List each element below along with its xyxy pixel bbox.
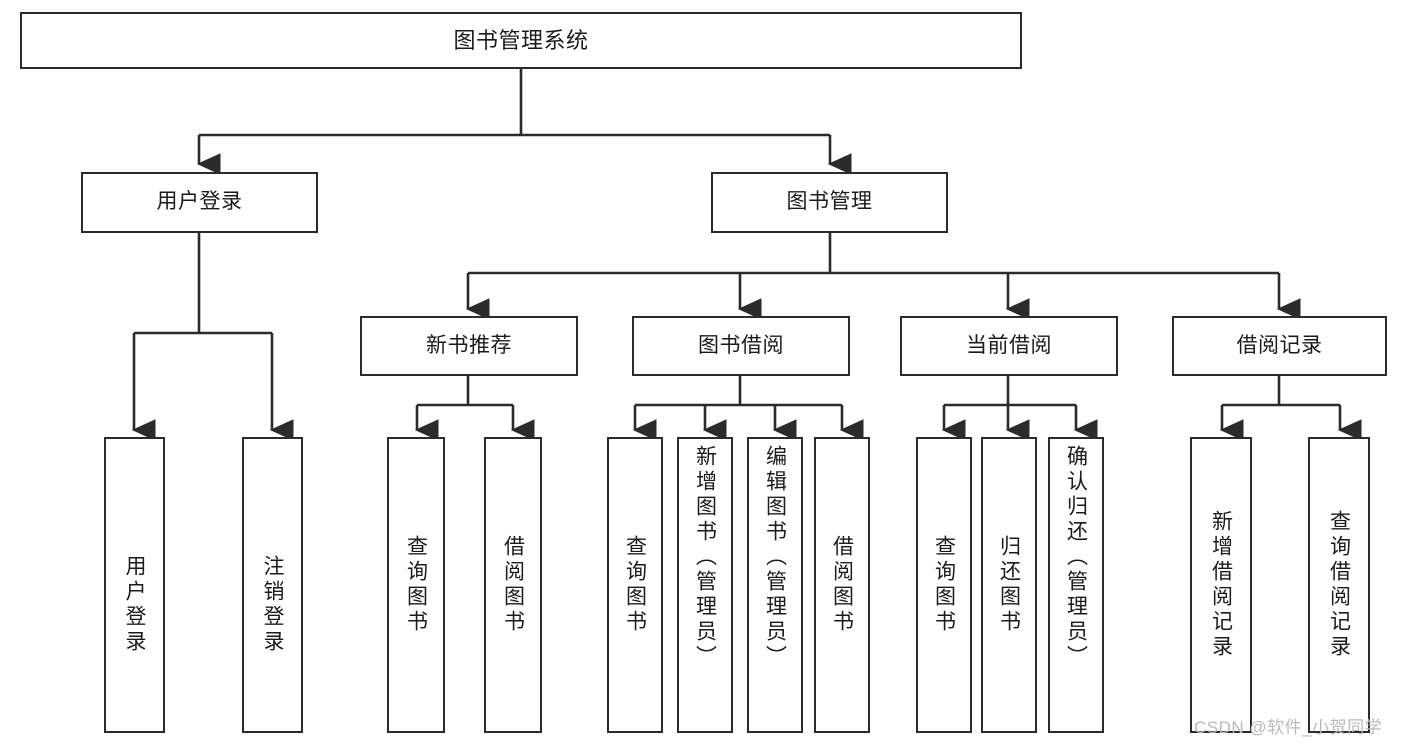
csdn-watermark: CSDN @软件_小贺同学 — [1194, 718, 1383, 737]
node-label: 归还图书 — [997, 535, 1021, 635]
node-new-book-recommend[interactable]: 新书推荐 — [360, 316, 578, 376]
node-label: 用户登录 — [123, 555, 146, 655]
node-current-borrow[interactable]: 当前借阅 — [900, 316, 1118, 376]
node-label: 借阅记录 — [1236, 333, 1323, 357]
leaf-logout[interactable]: 注销登录 — [242, 437, 303, 733]
node-label: 编辑图书（管理员） — [763, 445, 787, 670]
node-label: 当前借阅 — [966, 333, 1052, 357]
leaf-borrow-book[interactable]: 借阅图书 — [814, 437, 870, 733]
node-label: 注销登录 — [261, 555, 284, 655]
leaf-query-book-current[interactable]: 查询图书 — [916, 437, 972, 733]
node-label: 新书推荐 — [426, 333, 512, 357]
node-book-management[interactable]: 图书管理 — [711, 172, 948, 233]
node-label: 图书管理系统 — [453, 27, 589, 53]
leaf-confirm-return-admin[interactable]: 确认归还（管理员） — [1048, 437, 1104, 733]
leaf-user-login[interactable]: 用户登录 — [104, 437, 165, 733]
node-label: 图书借阅 — [698, 333, 784, 357]
leaf-query-borrow-record[interactable]: 查询借阅记录 — [1308, 437, 1370, 733]
node-label: 借阅图书 — [830, 535, 854, 635]
node-label: 借阅图书 — [501, 535, 525, 635]
leaf-add-borrow-record[interactable]: 新增借阅记录 — [1190, 437, 1252, 733]
node-label: 新增借阅记录 — [1209, 510, 1233, 660]
node-root-system[interactable]: 图书管理系统 — [20, 12, 1022, 69]
leaf-return-book[interactable]: 归还图书 — [981, 437, 1037, 733]
node-label: 查询图书 — [623, 535, 647, 635]
node-borrow-records[interactable]: 借阅记录 — [1172, 316, 1387, 376]
leaf-query-book-recommend[interactable]: 查询图书 — [387, 437, 445, 733]
node-label: 确认归还（管理员） — [1064, 445, 1088, 670]
node-label: 查询图书 — [932, 535, 956, 635]
node-label: 查询借阅记录 — [1327, 510, 1351, 660]
node-label: 用户登录 — [156, 190, 243, 214]
node-book-borrow[interactable]: 图书借阅 — [632, 316, 850, 376]
node-user-login[interactable]: 用户登录 — [81, 172, 318, 233]
leaf-borrow-book-recommend[interactable]: 借阅图书 — [484, 437, 542, 733]
node-label: 查询图书 — [404, 535, 428, 635]
leaf-query-book-borrow[interactable]: 查询图书 — [607, 437, 663, 733]
leaf-add-book-admin[interactable]: 新增图书（管理员） — [677, 437, 733, 733]
node-label: 图书管理 — [786, 190, 873, 214]
leaf-edit-book-admin[interactable]: 编辑图书（管理员） — [747, 437, 803, 733]
node-label: 新增图书（管理员） — [693, 445, 717, 670]
